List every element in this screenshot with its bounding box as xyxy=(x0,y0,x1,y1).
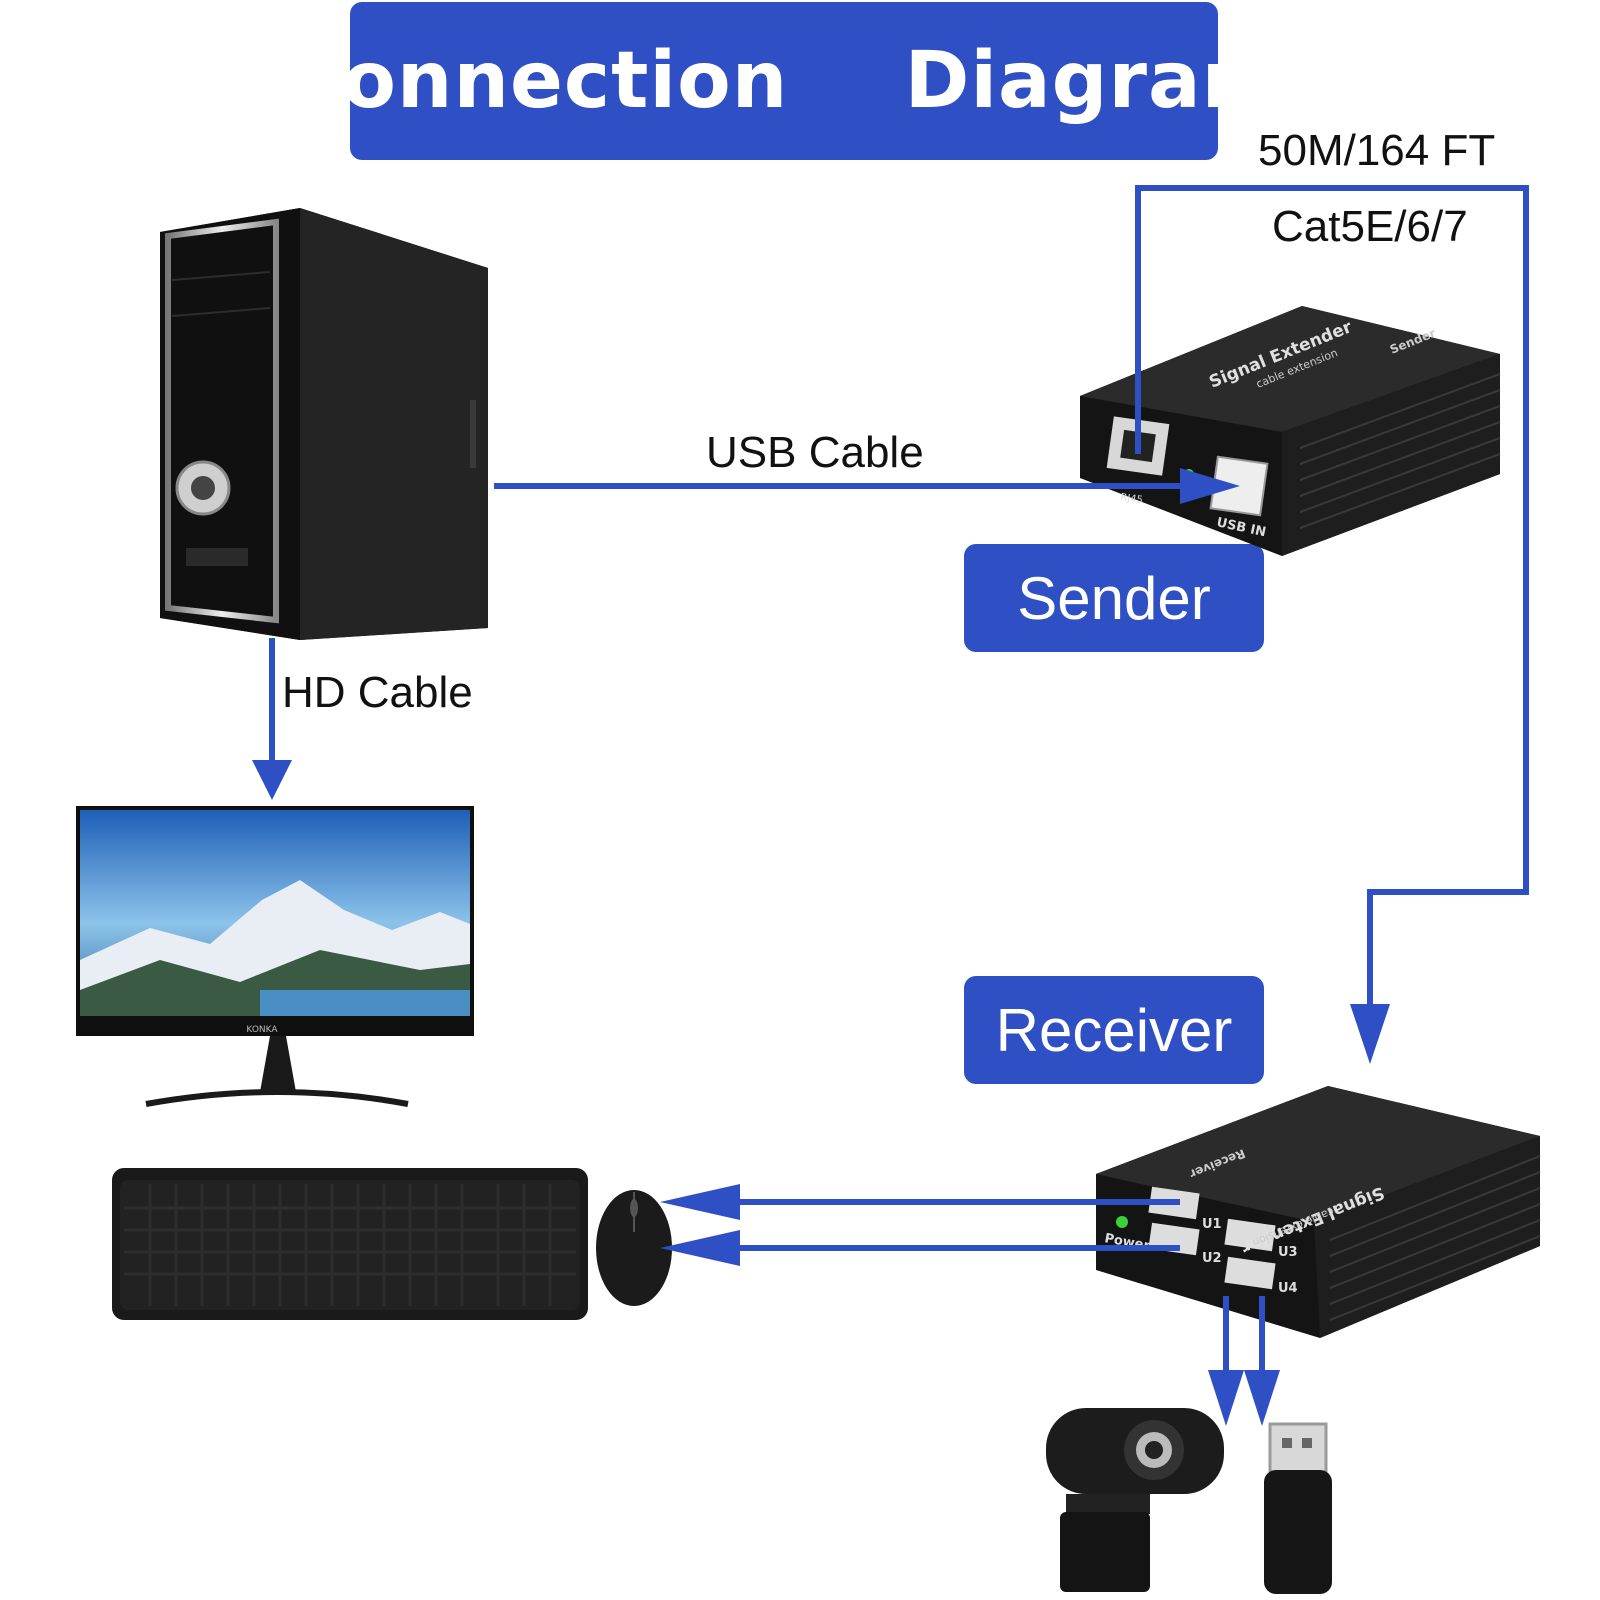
connection-lines xyxy=(269,185,1529,1384)
receiver-tag: Receiver xyxy=(964,976,1264,1084)
receiver-tag-text: Receiver xyxy=(995,996,1233,1064)
mouse-arrow-icon xyxy=(660,1230,740,1266)
monitor-brand: KONKA xyxy=(246,1025,278,1035)
keyboard-icon xyxy=(112,1168,588,1320)
usb-cable-label: USB Cable xyxy=(706,428,924,477)
u3-label: U3 xyxy=(1278,1245,1298,1260)
usb-flash-drive-icon xyxy=(1264,1422,1332,1594)
monitor-icon: KONKA xyxy=(76,806,474,1107)
drive-arrow-icon xyxy=(1244,1370,1280,1426)
cat-arrow-icon xyxy=(1350,1004,1390,1064)
cat-cable-line xyxy=(1135,185,1529,1012)
sender-tag-text: Sender xyxy=(1017,564,1211,632)
sender-device: RJ45 USB IN Signal Extender cable extens… xyxy=(1080,306,1501,556)
diagram-title: Connection Diagram xyxy=(284,36,1284,126)
cable-type-label: Cat5E/6/7 xyxy=(1272,202,1468,251)
u4-port-icon xyxy=(1224,1256,1276,1290)
title-banner: Connection Diagram xyxy=(284,2,1283,160)
computer-tower-icon xyxy=(160,208,488,640)
u4-label: U4 xyxy=(1278,1281,1298,1296)
keyboard-arrow-icon xyxy=(660,1184,740,1220)
hd-arrow-icon xyxy=(252,760,292,800)
rj45-label: RJ45 xyxy=(1120,492,1144,506)
webcam-icon xyxy=(1046,1408,1224,1592)
arrowheads xyxy=(252,468,1390,1426)
hd-cable-label: HD Cable xyxy=(282,668,473,717)
sender-tag: Sender xyxy=(964,544,1264,652)
power-led xyxy=(1116,1216,1128,1228)
cable-length-label: 50M/164 FT xyxy=(1258,126,1496,175)
mouse-icon xyxy=(596,1190,672,1306)
u2-label: U2 xyxy=(1202,1251,1222,1266)
webcam-arrow-icon xyxy=(1208,1370,1244,1426)
receiver-device: Power U1 U2 U3 U4 Signal Extender cable … xyxy=(1096,1086,1541,1338)
u3-port-icon xyxy=(1224,1218,1276,1252)
u1-label: U1 xyxy=(1202,1217,1222,1232)
usb-arrow-icon xyxy=(1180,468,1240,504)
